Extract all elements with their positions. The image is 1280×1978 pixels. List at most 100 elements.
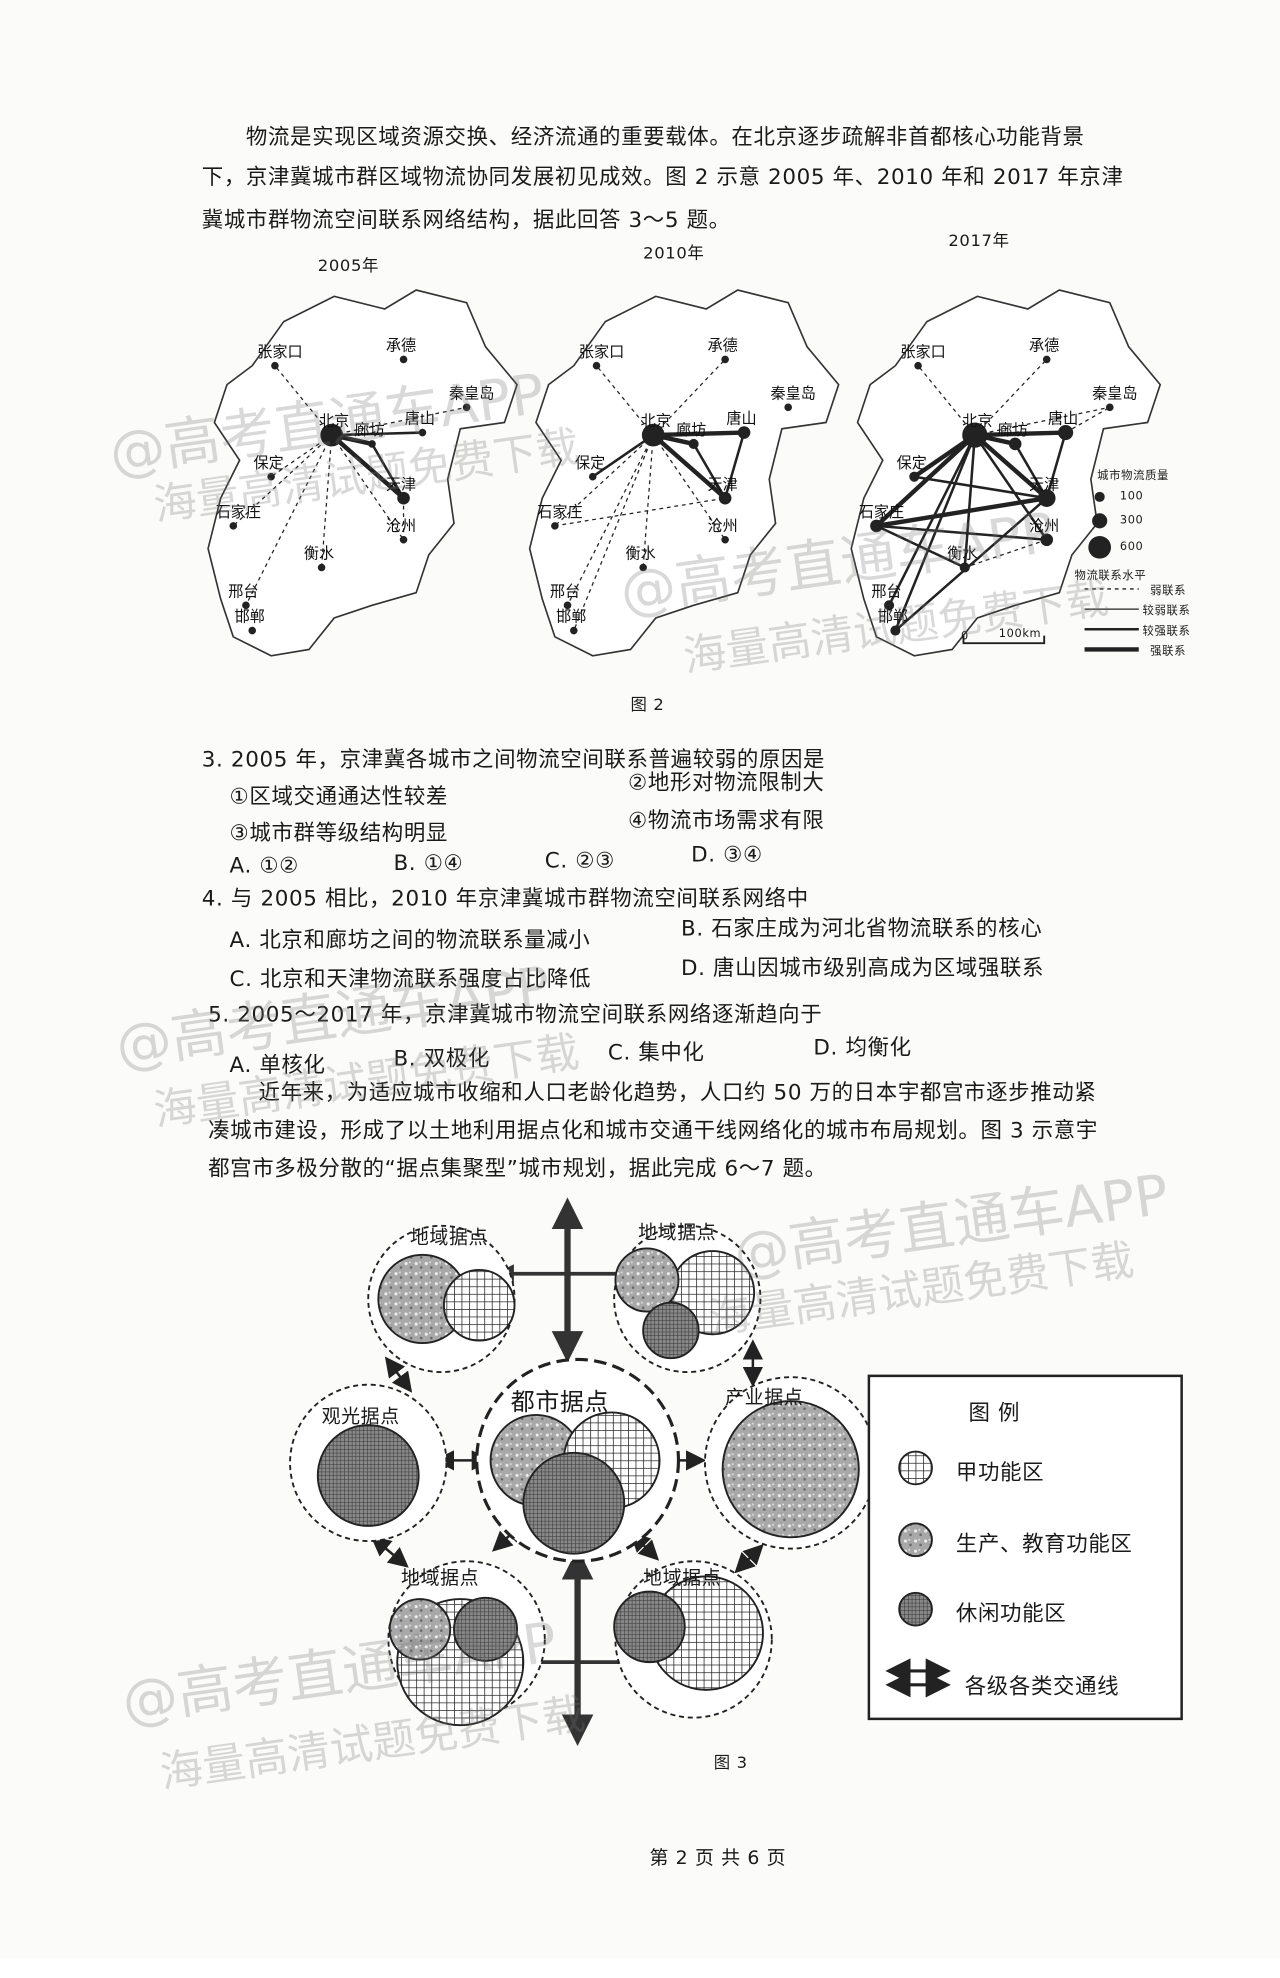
city-dot	[959, 562, 970, 573]
q4-option-a[interactable]: A. 北京和廊坊之间的物流联系量减小	[229, 928, 591, 954]
city-dot	[570, 626, 578, 635]
city-dot	[1105, 403, 1114, 412]
city-dot	[1042, 355, 1051, 364]
city-dot	[271, 361, 279, 370]
city-dot	[962, 422, 988, 448]
city-label: 邢台	[228, 583, 258, 601]
city-dot	[418, 428, 427, 437]
logistics-link	[651, 433, 727, 500]
city-label: 邯郸	[235, 608, 265, 626]
hatch-swatch-icon	[898, 1591, 933, 1627]
node-regional-top-right: 地域据点	[638, 1220, 717, 1244]
logistics-link	[876, 524, 1047, 542]
speckle-swatch-icon	[898, 1522, 933, 1558]
city-label: 沧州	[386, 517, 416, 535]
map-2010-title: 2010年	[643, 244, 705, 264]
city-label: 承德	[386, 337, 416, 355]
q3-option-d[interactable]: D. ③④	[691, 842, 763, 868]
q5-option-b[interactable]: B. 双极化	[393, 1046, 490, 1072]
city-label: 沧州	[707, 517, 737, 535]
city-label: 廊坊	[998, 421, 1028, 439]
scale-bar	[962, 635, 1046, 645]
logistics-link	[554, 497, 726, 527]
city-dot	[914, 361, 922, 370]
city-label: 张家口	[579, 343, 624, 361]
logistics-link	[963, 434, 977, 568]
city-dot	[718, 491, 732, 505]
city-label: 秦皇岛	[449, 385, 494, 403]
city-dot	[1040, 533, 1054, 547]
q4-option-c[interactable]: C. 北京和天津物流联系强度占比降低	[229, 967, 592, 993]
logistics-link	[245, 434, 333, 606]
logistics-link	[592, 434, 654, 478]
logistics-link	[874, 433, 977, 528]
city-label: 保定	[897, 454, 927, 472]
city-label: 秦皇岛	[1092, 385, 1137, 403]
city-dot	[399, 535, 408, 544]
q4-option-b[interactable]: B. 石家庄成为河北省物流联系的核心	[680, 916, 1043, 943]
city-dot	[721, 535, 729, 544]
legend-link-stronger: 较强联系	[1142, 625, 1191, 639]
city-dot	[884, 600, 895, 611]
logistics-link	[974, 430, 1066, 438]
logistics-link	[974, 406, 1110, 436]
q3-option-b[interactable]: B. ①④	[393, 851, 464, 877]
logistics-map-1: 张家口承德北京秦皇岛唐山廊坊保定天津石家庄沧州衡水邢台邯郸	[528, 289, 840, 657]
q3-option-a[interactable]: A. ①②	[229, 853, 300, 879]
q3-option-c[interactable]: C. ②③	[544, 848, 616, 874]
figure3-legend-title: 图 例	[968, 1401, 1021, 1427]
city-label: 承德	[1029, 337, 1059, 355]
logistics-link	[914, 475, 1047, 500]
map-2017-title: 2017年	[948, 232, 1010, 251]
city-label: 北京	[641, 412, 671, 430]
logistics-link	[370, 443, 405, 499]
connector-arrows	[370, 1339, 764, 1574]
logistics-link	[974, 358, 1048, 436]
city-label: 邢台	[871, 583, 901, 601]
scale-bar-label: 100km	[998, 628, 1042, 641]
logistics-link	[875, 524, 966, 569]
city-label: 衡水	[626, 545, 656, 563]
q5-option-d[interactable]: D. 均衡化	[813, 1035, 912, 1061]
city-label: 衡水	[304, 545, 334, 563]
city-dot	[721, 355, 729, 364]
scale-bar-zero: 0	[960, 630, 969, 644]
q4-stem: 4. 与 2005 相比，2010 年京津冀城市群物流空间联系网络中	[201, 886, 809, 912]
logistics-link	[652, 358, 726, 436]
city-dot	[688, 438, 699, 449]
city-label: 唐山	[405, 410, 435, 428]
city-dot	[248, 626, 257, 635]
logistics-link	[1065, 406, 1111, 434]
city-dot	[320, 423, 344, 447]
q4-option-d[interactable]: D. 唐山因城市级别高成为区域强联系	[680, 955, 1045, 982]
logistics-link	[692, 443, 727, 499]
legend-link-strong: 强联系	[1150, 645, 1187, 659]
city-dot	[870, 519, 883, 533]
intro1-line-3: 冀城市群物流空间联系网络结构，据此回答 3～5 题。	[201, 208, 731, 234]
logistics-link	[566, 434, 654, 606]
q5-option-a[interactable]: A. 单核化	[229, 1053, 326, 1079]
legend-zone-jia: 甲功能区	[955, 1460, 1045, 1486]
node-industry: 产业据点	[725, 1385, 804, 1409]
city-label: 张家口	[900, 343, 945, 361]
city-dot	[267, 472, 275, 481]
logistics-link	[331, 434, 405, 541]
node-regional-top-left: 地域据点	[409, 1225, 489, 1249]
city-label: 唐山	[1048, 410, 1078, 428]
q5-option-c[interactable]: C. 集中化	[607, 1040, 705, 1066]
city-dot	[317, 563, 326, 572]
legend-size-100: 100	[1119, 490, 1144, 504]
logistics-link	[330, 433, 406, 500]
city-dot	[462, 403, 471, 412]
legend-size-600: 600	[1119, 541, 1144, 554]
city-dot	[1058, 424, 1074, 441]
logistics-link	[876, 495, 1048, 529]
legend-zone-production: 生产、教育功能区	[955, 1532, 1133, 1558]
region-outline	[528, 289, 840, 657]
logistics-link	[652, 434, 726, 541]
city-label: 石家庄	[216, 503, 261, 521]
intro2-line-2: 凑城市建设，形成了以土地利用据点化和城市交通干线网络化的城市布局规划。图 3 示…	[208, 1118, 1098, 1144]
q3-item-1: ①区域交通通达性较差	[229, 784, 449, 810]
city-label: 天津	[386, 475, 416, 493]
